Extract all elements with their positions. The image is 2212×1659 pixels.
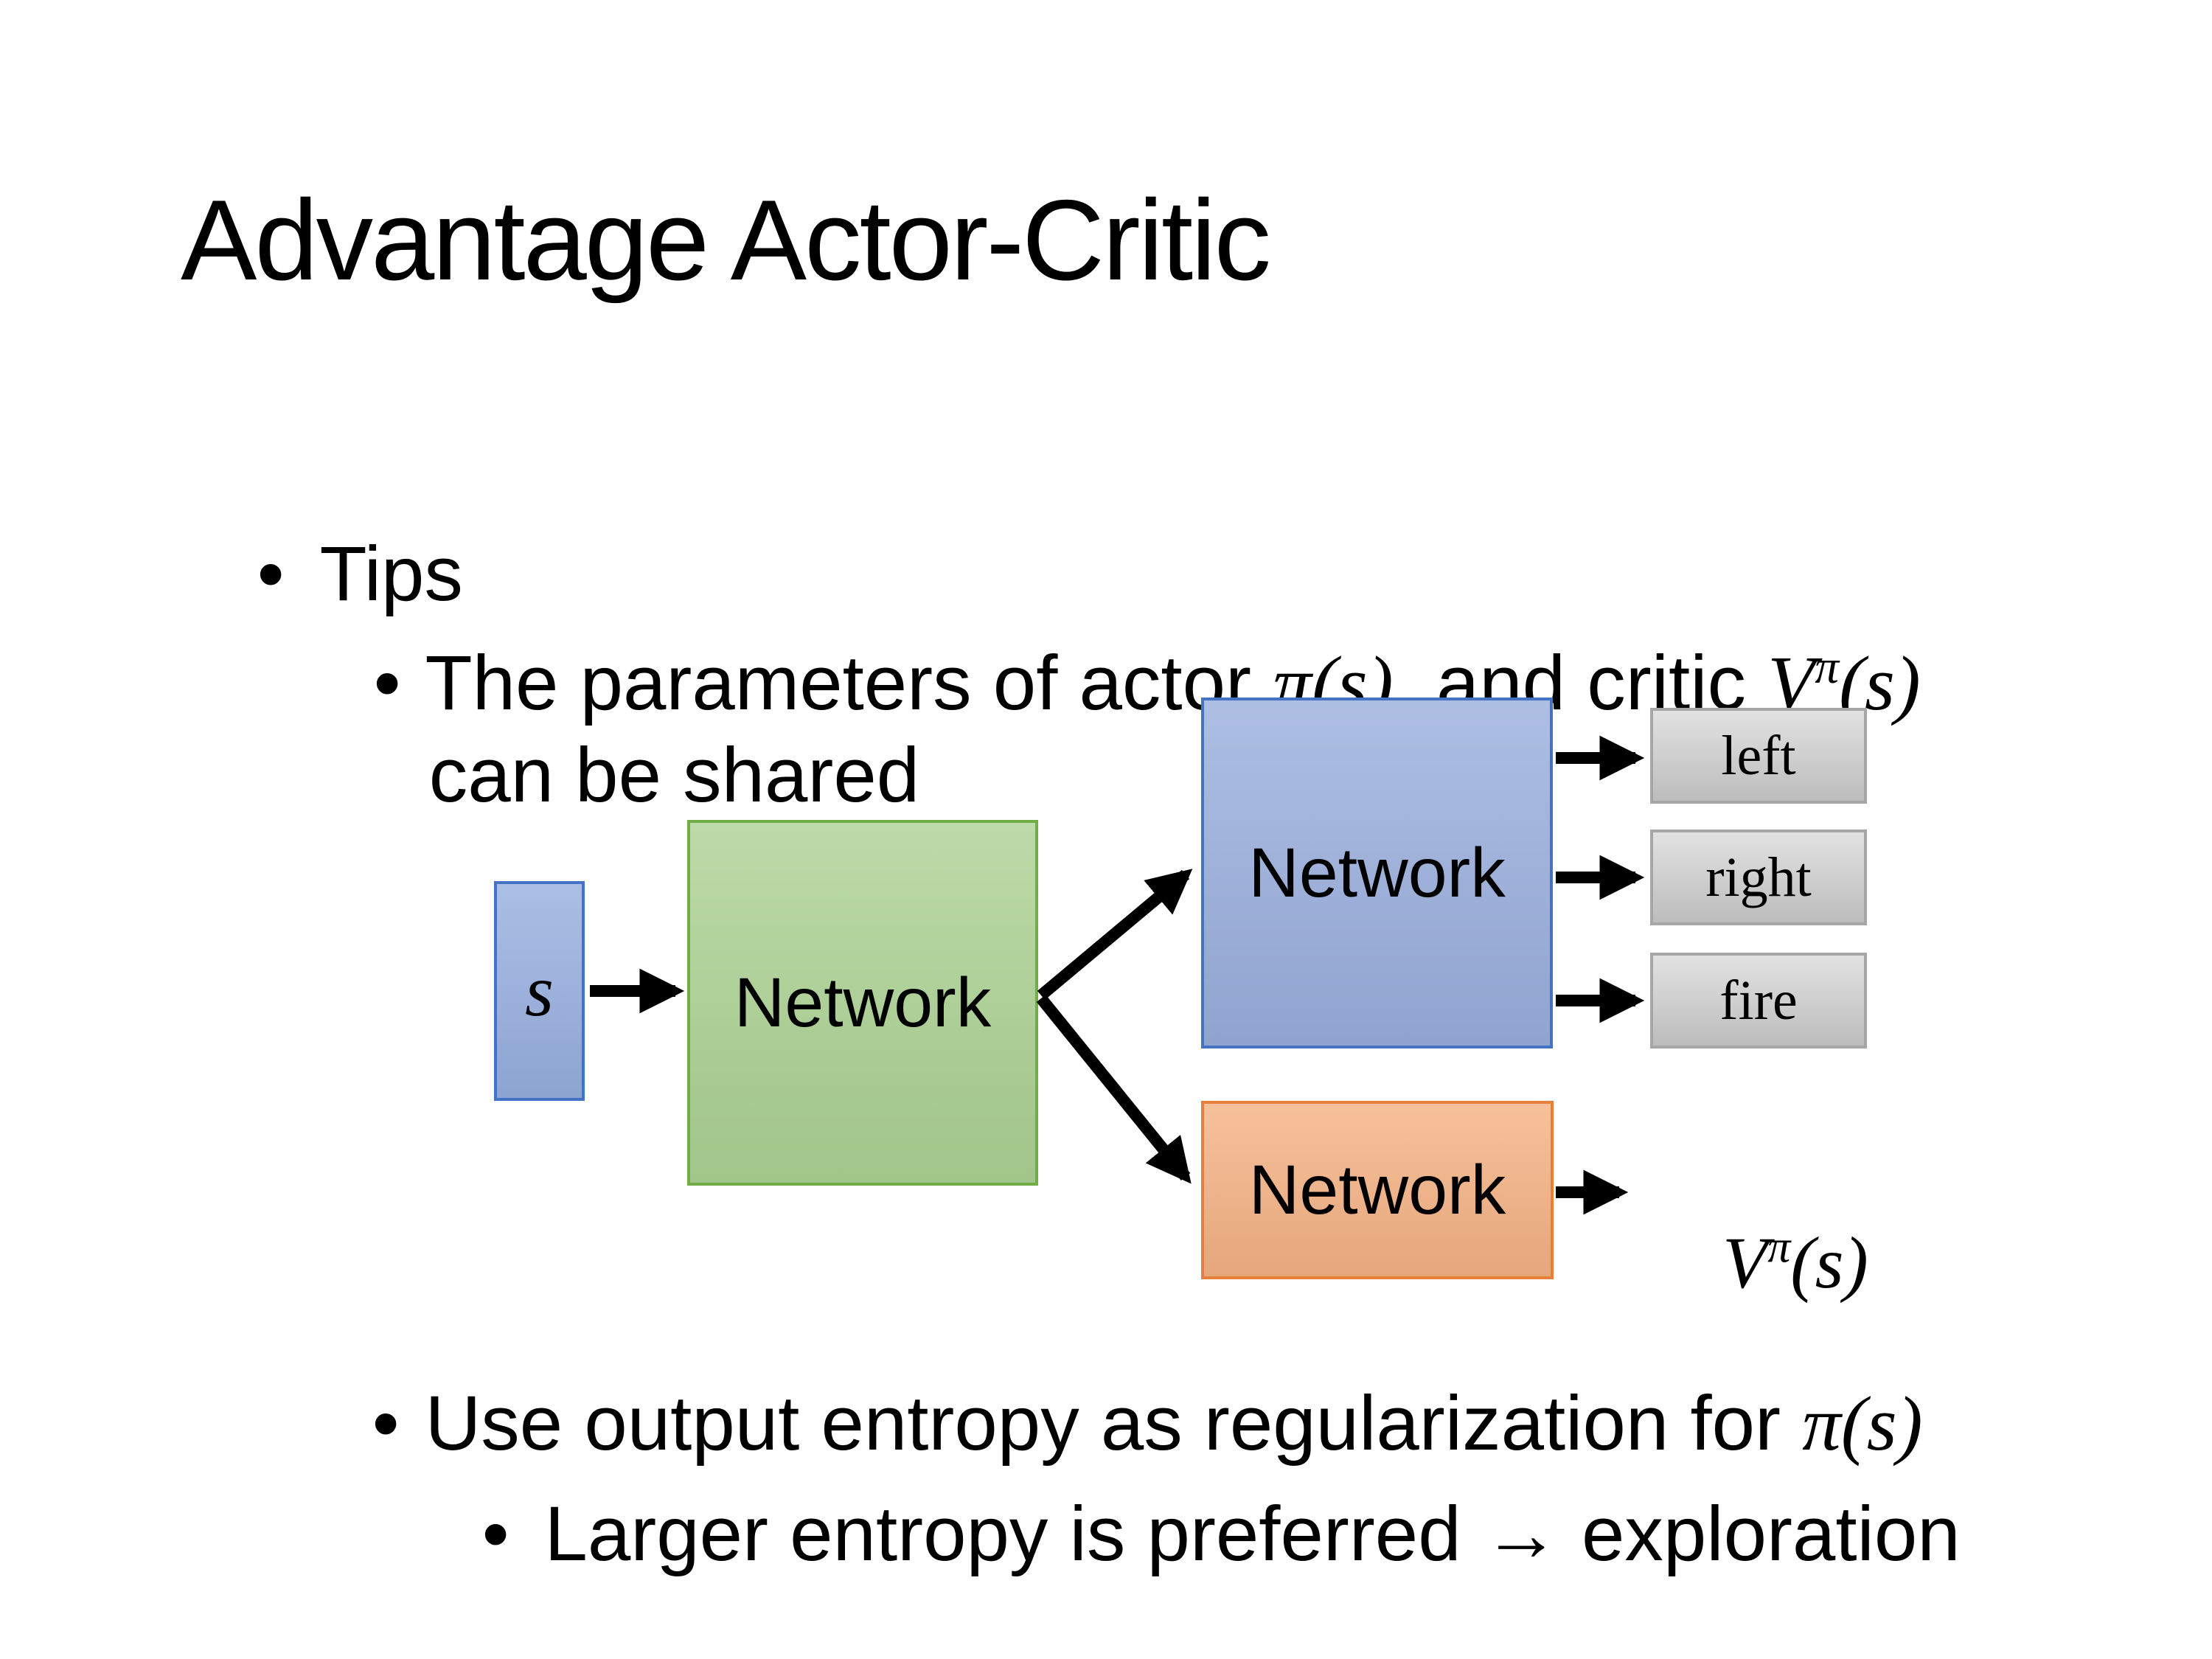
value-v-math: V (1722, 1222, 1768, 1304)
exploration-text: Larger entropy is preferred → exploratio… (544, 1491, 1961, 1577)
bullet-line-entropy: • Use output entropy as regularization fo… (286, 1307, 1923, 1540)
shared-network-label: Network (734, 963, 992, 1042)
parameters-text: The parameters of actor (425, 640, 1273, 726)
state-label: s (525, 950, 554, 1032)
tips-label: Tips (319, 531, 463, 617)
critic-network-box: Network (1201, 1101, 1554, 1279)
critic-network-label: Network (1248, 1150, 1506, 1229)
value-function-output: Vπ(s) (1641, 1152, 1868, 1374)
value-pi-superscript: π (1767, 1222, 1791, 1273)
state-input-box: s (494, 881, 585, 1101)
action-box-left: left (1650, 708, 1867, 804)
action-box-right: right (1650, 830, 1867, 925)
action-label-right: right (1705, 846, 1812, 908)
value-args-math: (s) (1790, 1222, 1868, 1304)
entropy-pi-s-math: π(s) (1802, 1380, 1923, 1467)
bullet-icon: • (373, 640, 401, 726)
arrow-shared-to-actor (1037, 869, 1193, 1001)
slide-title: Advantage Actor-Critic (181, 176, 1271, 304)
actor-network-label: Network (1248, 833, 1506, 912)
can-be-shared-text: can be shared (428, 732, 920, 818)
action-label-left: left (1721, 725, 1796, 787)
bullet-line-parameters-wrap: can be shared (343, 659, 919, 891)
bullet-icon: • (372, 1380, 400, 1467)
arrow-shared-to-critic (1036, 994, 1192, 1184)
bullet-icon: • (257, 531, 285, 617)
entropy-text: Use output entropy as regularization for (425, 1380, 1803, 1467)
bullet-line-tips: • Tips (171, 458, 463, 690)
shared-network-box: Network (687, 820, 1038, 1186)
bullet-icon: • (481, 1491, 509, 1577)
action-label-fire: fire (1719, 970, 1798, 1032)
bullet-line-exploration: • Larger entropy is preferred → explorati… (396, 1418, 1961, 1650)
v-pi-superscript: π (1815, 641, 1839, 694)
action-box-fire: fire (1650, 953, 1867, 1048)
actor-network-box: Network (1201, 698, 1553, 1048)
